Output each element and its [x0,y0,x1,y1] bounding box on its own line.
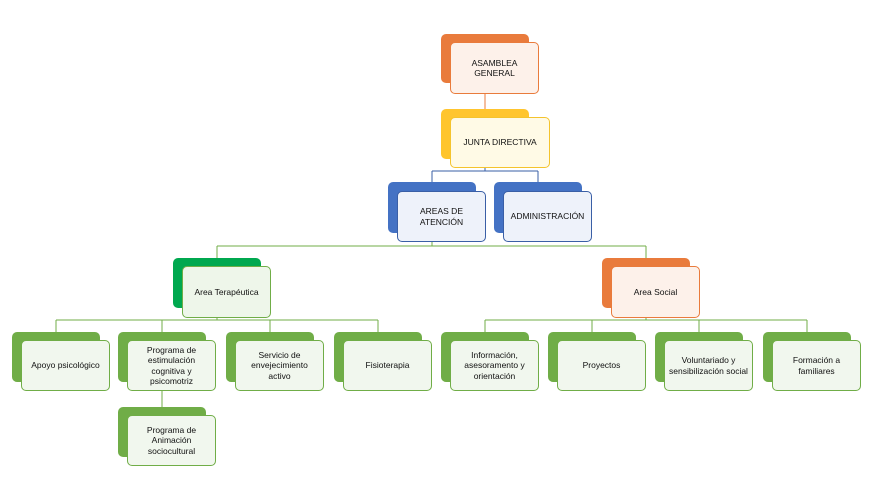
node-card: Programa de Animación sociocultural [127,415,216,466]
node-card: Programa de estimulación cognitiva y psi… [127,340,216,391]
node-card: Información, asesoramento y orientación [450,340,539,391]
node-label: Formación a familiares [792,355,841,376]
node-label: ADMINISTRACIÓN [510,211,585,222]
node-label: Area Terapéutica [194,286,259,297]
node-card: ADMINISTRACIÓN [503,191,592,242]
node-label: Servicio de envejecimiento activo [251,349,308,381]
node-card: Area Social [611,266,700,318]
node-label: Proyectos [582,360,621,371]
node-card: Apoyo psicológico [21,340,110,391]
node-card: ASAMBLEA GENERAL [450,42,539,94]
node-label: Apoyo psicológico [31,360,100,371]
node-card: Area Terapéutica [182,266,271,318]
node-card: Voluntariado y sensibilización social [664,340,753,391]
node-card: JUNTA DIRECTIVA [450,117,550,168]
node-label: AREAS DE ATENCIÓN [419,206,464,227]
node-label: ASAMBLEA GENERAL [471,57,518,79]
node-label: Voluntariado y sensibilización social [669,355,748,376]
node-label: Fisioterapia [365,360,410,371]
node-label: Programa de estimulación cognitiva y psi… [146,344,197,387]
node-label: Programa de Animación sociocultural [146,424,197,456]
node-card: Fisioterapia [343,340,432,391]
node-label: JUNTA DIRECTIVA [463,137,537,148]
node-card: Servicio de envejecimiento activo [235,340,324,391]
node-card: AREAS DE ATENCIÓN [397,191,486,242]
node-label: Información, asesoramento y orientación [464,349,525,381]
node-card: Proyectos [557,340,646,391]
node-card: Formación a familiares [772,340,861,391]
node-label: Area Social [633,286,678,297]
